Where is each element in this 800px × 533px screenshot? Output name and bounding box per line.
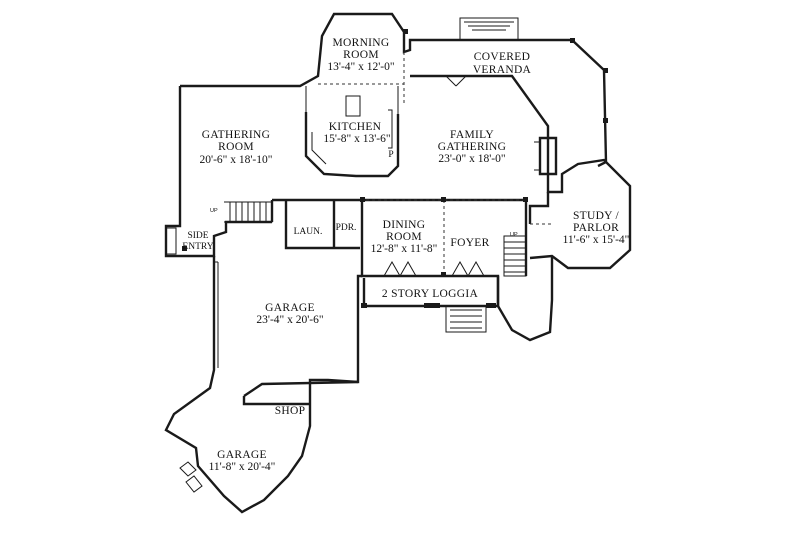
morning-kitchen-partition — [305, 86, 399, 114]
kitchen-bay-wall — [304, 112, 400, 178]
post — [182, 246, 187, 251]
family-gathering-dim: 23'-0" x 18'-0" — [438, 153, 505, 165]
pantry-label: P — [388, 150, 393, 160]
shop-name: SHOP — [275, 405, 306, 417]
garage-bay-window — [179, 461, 203, 493]
garage-main-name: GARAGE — [265, 302, 315, 314]
study-name-2: PARLOR — [573, 222, 619, 234]
post — [603, 118, 608, 123]
gathering-room-name-2: ROOM — [218, 141, 254, 153]
veranda-door — [445, 75, 467, 87]
loggia-steps — [445, 306, 487, 333]
gathering-room-dim: 20'-6" x 18'-10" — [200, 154, 273, 166]
veranda-name-2: VERANDA — [473, 64, 532, 76]
post — [360, 197, 365, 202]
up-label-foyer: UP — [510, 232, 518, 238]
kitchen-island — [345, 95, 361, 117]
garage-main-dim: 23'-4" x 20'-6" — [256, 314, 323, 326]
garage-divider-wall — [243, 380, 359, 397]
morning-room-name-2: ROOM — [343, 49, 379, 61]
study-bay-wall — [528, 192, 550, 224]
foyer-name: FOYER — [450, 237, 489, 249]
garage-side-dim: 11'-8" x 20'-4" — [209, 461, 276, 473]
garage-side-name: GARAGE — [217, 449, 267, 461]
post — [570, 38, 575, 43]
dining-doors — [383, 260, 417, 277]
post — [603, 68, 608, 73]
laundry-label: LAUN. — [294, 227, 323, 237]
powder-label: PDR. — [336, 223, 357, 233]
stair-foyer — [503, 235, 527, 277]
gathering-room-walls — [180, 12, 608, 168]
up-label-gathering: UP — [210, 208, 218, 214]
fireplace-hearth — [534, 141, 541, 171]
west-wall — [164, 86, 272, 258]
kitchen-name: KITCHEN — [329, 121, 382, 133]
dining-name-1: DINING — [383, 219, 426, 231]
side-entry-step — [166, 227, 177, 255]
stair-gathering — [224, 201, 273, 223]
shop-wall — [242, 396, 310, 406]
veranda-name-1: COVERED — [474, 51, 530, 63]
morning-room-dim: 13'-4" x 12'-0" — [327, 61, 394, 73]
post — [441, 272, 446, 277]
post — [361, 303, 367, 308]
garage-main-wall — [164, 256, 362, 514]
stair-turret-wall — [496, 256, 554, 342]
dining-dim: 12'-8" x 11'-8" — [371, 243, 438, 255]
side-entry-label-1: SIDE — [187, 231, 208, 241]
morning-room-name-1: MORNING — [332, 37, 389, 49]
dining-name-2: ROOM — [386, 231, 422, 243]
study-dim: 11'-6" x 15'-4" — [563, 234, 630, 246]
post — [403, 29, 408, 34]
garage-door-line — [214, 261, 219, 368]
gathering-room-name-1: GATHERING — [202, 129, 271, 141]
post — [523, 197, 528, 202]
study-name-1: STUDY / — [573, 210, 620, 222]
post — [441, 197, 446, 202]
kitchen-dim: 15'-8" x 13'-6" — [323, 133, 390, 145]
veranda-steps — [459, 17, 519, 41]
kitchen-counter — [311, 109, 393, 165]
side-entry-label-2: ENTRY — [182, 242, 213, 252]
loggia-name: 2 STORY LOGGIA — [382, 288, 479, 300]
family-gathering-name-1: FAMILY — [450, 129, 494, 141]
post — [424, 303, 440, 308]
family-gathering-name-2: GATHERING — [438, 141, 507, 153]
foyer-doors — [451, 260, 485, 277]
post — [486, 303, 496, 308]
